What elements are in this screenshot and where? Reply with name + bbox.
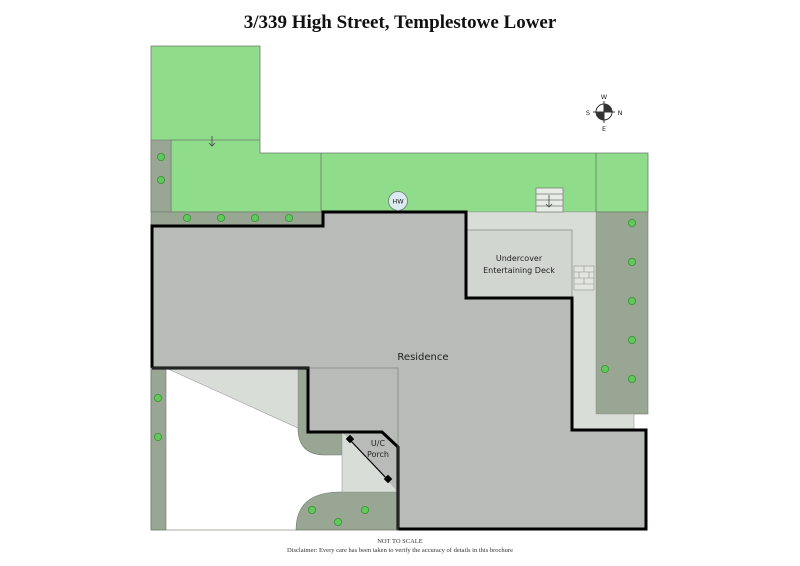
driveway [165, 367, 299, 429]
shrub [333, 518, 342, 527]
compass-east: E [602, 125, 606, 133]
shrub [360, 505, 369, 514]
lawn-area [150, 45, 649, 213]
hot-water-label: HW [392, 198, 404, 206]
shrub [601, 364, 610, 373]
shrub [307, 505, 316, 514]
shrub [153, 432, 162, 441]
shrub [628, 335, 637, 344]
garden-bed-left-lower [150, 367, 167, 531]
deck-label-line2: Entertaining Deck [483, 266, 555, 275]
shrub [216, 213, 225, 222]
compass-west: W [601, 93, 608, 101]
shrub [628, 218, 637, 227]
garden-bed-top [150, 211, 324, 226]
page-title: 3/339 High Street, Templestowe Lower [243, 12, 557, 33]
shrub [284, 213, 293, 222]
compass-south: S [586, 109, 590, 117]
lawn-areas [150, 45, 649, 213]
shrub [153, 393, 162, 402]
garden-steps [535, 187, 564, 213]
residence-area [152, 212, 646, 529]
scale-note: NOT TO SCALE [377, 538, 423, 545]
porch-post [383, 474, 393, 484]
shrubs [153, 152, 637, 527]
compass-icon [593, 101, 615, 123]
hot-water-unit [388, 191, 408, 211]
compass-north: N [618, 109, 623, 117]
deck-label-line1: Undercover [496, 254, 543, 263]
lower-lot-boundary [150, 367, 399, 531]
garden-bed-left-upper [150, 139, 172, 213]
residence-label: Residence [397, 352, 448, 363]
shrub [156, 152, 165, 161]
down-arrow-icon [208, 136, 216, 147]
disclaimer: Disclaimer: Every care has been taken to… [287, 547, 513, 554]
residence-wall [150, 210, 648, 531]
shrub [182, 213, 191, 222]
porch-label-line1: U/C [371, 439, 386, 448]
porch-post [345, 434, 355, 444]
shrub [628, 374, 637, 383]
porch-opening [349, 439, 389, 481]
down-arrow-icon [545, 195, 553, 208]
porch-label-line2: Porch [367, 450, 389, 459]
garden-bed-right [595, 211, 649, 415]
shrub [628, 257, 637, 266]
shrub [628, 296, 637, 305]
shrub [250, 213, 259, 222]
garden-beds [150, 139, 649, 531]
shrub [156, 175, 165, 184]
entertaining-deck [465, 229, 573, 299]
brick-pillar [573, 265, 595, 291]
